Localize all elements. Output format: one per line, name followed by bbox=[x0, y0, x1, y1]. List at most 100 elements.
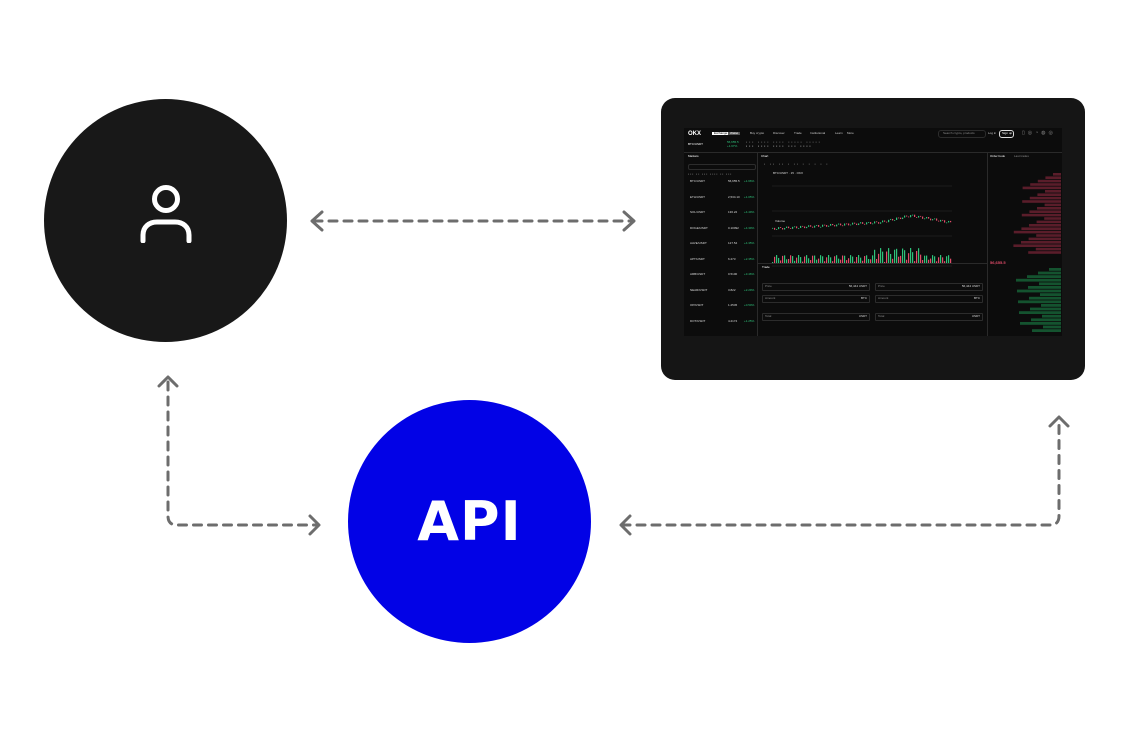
bid-level bbox=[1016, 278, 1061, 282]
market-price: 0.10092 bbox=[728, 225, 739, 230]
login-link[interactable]: Log in bbox=[988, 131, 997, 135]
market-change: +0.50% bbox=[744, 303, 755, 307]
candle bbox=[786, 226, 788, 228]
candle bbox=[908, 216, 910, 218]
market-pair: SOL/USDT bbox=[690, 210, 706, 214]
volume-bar bbox=[812, 255, 814, 264]
candle bbox=[834, 225, 836, 227]
nav-buy-crypto[interactable]: Buy crypto bbox=[750, 131, 765, 135]
ask-level bbox=[1037, 193, 1061, 196]
bid-level bbox=[1018, 300, 1061, 304]
volume-bar bbox=[944, 261, 946, 264]
chart-tab[interactable]: Chart bbox=[761, 154, 769, 158]
candle bbox=[812, 226, 814, 228]
sell-price-field[interactable]: Price 56,444 USDT bbox=[875, 283, 983, 291]
volume-bar bbox=[886, 251, 888, 264]
volume-label: Volume bbox=[775, 219, 786, 223]
volume-bar bbox=[832, 261, 834, 264]
orderbook-title[interactable]: Order book bbox=[990, 154, 1006, 158]
volume-bar bbox=[874, 249, 876, 264]
candle bbox=[912, 214, 914, 216]
chart-title: BTC/USDT · 15 · OKX bbox=[773, 171, 803, 175]
ask-level bbox=[1044, 203, 1061, 207]
buy-total-field[interactable]: Total USDT bbox=[762, 313, 870, 321]
ask-level bbox=[1045, 190, 1061, 193]
volume-bar bbox=[936, 261, 938, 264]
nav-tab-exchange[interactable]: Exchange bbox=[712, 131, 730, 135]
candle bbox=[778, 227, 780, 230]
candle bbox=[872, 223, 874, 225]
candle bbox=[932, 219, 934, 221]
market-change: +2.29% bbox=[744, 287, 755, 292]
nav-more[interactable]: More bbox=[847, 131, 854, 135]
candle bbox=[844, 223, 846, 226]
pair-selector[interactable]: BTC/USDT bbox=[688, 142, 703, 146]
ask-level bbox=[1022, 200, 1061, 203]
nav-institutional[interactable]: Institutional bbox=[810, 131, 826, 135]
chart-toolbar[interactable]: ▪ ▪▪ ▪▪ ▪ ▪▪ ▪ ▪ ▪ ▪ ▪ bbox=[764, 162, 830, 166]
candle bbox=[832, 223, 834, 226]
nav-learn[interactable]: Learn bbox=[835, 131, 843, 135]
volume-bar bbox=[852, 256, 854, 264]
header-icons[interactable]: ▯◎◔◍◎ bbox=[1022, 130, 1056, 136]
volume-bar bbox=[918, 248, 920, 264]
candle bbox=[920, 215, 922, 217]
volume-bar bbox=[902, 248, 904, 264]
volume-bar bbox=[938, 257, 940, 264]
markets-filters[interactable]: ▪▪▪ ▪▪ ▪▪▪ ▪▪▪▪ ▪▪ ▪▪▪ bbox=[688, 172, 733, 176]
volume-bar bbox=[788, 258, 790, 264]
sell-amount-field[interactable]: Amount BTC bbox=[875, 295, 983, 303]
volume-bar bbox=[792, 256, 794, 264]
markets-title[interactable]: Markets bbox=[688, 154, 699, 158]
signup-button[interactable]: Sign up bbox=[999, 130, 1014, 138]
candle bbox=[794, 226, 796, 228]
buy-amount-field[interactable]: Amount BTC bbox=[762, 295, 870, 303]
buy-price-field[interactable]: Price 56,444 USDT bbox=[762, 283, 870, 291]
candle bbox=[784, 227, 786, 230]
candle bbox=[936, 218, 938, 221]
bid-level bbox=[1039, 282, 1061, 286]
markets-search[interactable] bbox=[688, 164, 756, 170]
volume-bar bbox=[870, 259, 872, 264]
ask-level bbox=[1021, 241, 1061, 244]
price-change: +1.67% bbox=[727, 144, 738, 148]
candle bbox=[870, 222, 872, 224]
arrowhead-right-icon bbox=[308, 514, 321, 536]
nav-trade[interactable]: Trade bbox=[794, 131, 802, 135]
bid-level bbox=[1038, 271, 1061, 275]
candle bbox=[950, 220, 952, 223]
volume-bar bbox=[878, 253, 880, 264]
market-price: 4.2174 bbox=[728, 318, 738, 323]
volume-bar bbox=[888, 248, 890, 264]
candle bbox=[924, 218, 926, 220]
ask-level bbox=[1021, 213, 1061, 217]
volume-bar bbox=[816, 259, 818, 264]
nav-tab-wallet[interactable]: Wallet bbox=[728, 131, 741, 135]
candle bbox=[874, 221, 876, 224]
volume-bar bbox=[796, 257, 798, 264]
volume-bar bbox=[932, 255, 934, 264]
volume-bar bbox=[802, 261, 804, 264]
volume-bar bbox=[842, 255, 844, 264]
search-input[interactable]: Search crypto, products bbox=[938, 130, 986, 138]
candle bbox=[896, 217, 898, 220]
last-trades-tab[interactable]: Last trades bbox=[1014, 154, 1029, 158]
nav-discover[interactable]: Discover bbox=[773, 131, 785, 135]
volume-bar bbox=[894, 249, 896, 264]
candle bbox=[900, 217, 902, 220]
sell-total-field[interactable]: Total USDT bbox=[875, 313, 983, 321]
candle bbox=[798, 227, 800, 229]
candle bbox=[792, 226, 794, 229]
candle bbox=[884, 220, 886, 222]
volume-bars bbox=[772, 248, 952, 264]
